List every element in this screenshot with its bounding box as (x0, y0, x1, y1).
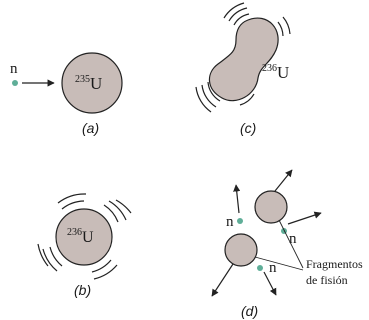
panel-label-a: (a) (82, 120, 99, 136)
fission-fragment-upper (254, 190, 288, 224)
nucleus-u236-deformed (208, 17, 279, 102)
neutron-arrows (233, 184, 322, 296)
nucleus-label-a: 235U (75, 74, 102, 93)
neutron-label-a: n (10, 61, 18, 77)
fragment-arrows (211, 169, 293, 297)
fragment-leader-lines (254, 219, 304, 271)
nucleus-label-b: 236U (67, 227, 94, 246)
panel-label-c: (c) (240, 120, 256, 136)
panel-c: 236U (c) (195, 2, 291, 136)
vibration-marks-c (195, 2, 291, 113)
nucleus-label-c: 236U (262, 63, 289, 82)
panel-d: n n n Fragmentos de fisión (d) (211, 169, 363, 319)
fragments-label-line2: de fisión (306, 273, 348, 287)
panel-a: n 235U (a) (10, 52, 123, 136)
nucleus-u236-excited (55, 208, 113, 266)
vibration-marks-b (37, 193, 132, 280)
panel-label-d: (d) (241, 303, 258, 319)
panel-label-b: (b) (74, 282, 91, 298)
nucleus-u235 (61, 52, 123, 114)
neutron-dot-a (12, 80, 18, 86)
neutron-label-d2: n (289, 231, 297, 247)
neutron-dot-d3 (257, 265, 263, 271)
fragments-label-line1: Fragmentos (306, 257, 363, 271)
neutron-dot-d1 (237, 218, 243, 224)
panel-b: 236U (b) (37, 193, 132, 298)
neutron-label-d1: n (226, 214, 234, 230)
fission-fragment-lower (224, 233, 258, 267)
neutron-label-d3: n (269, 260, 277, 276)
